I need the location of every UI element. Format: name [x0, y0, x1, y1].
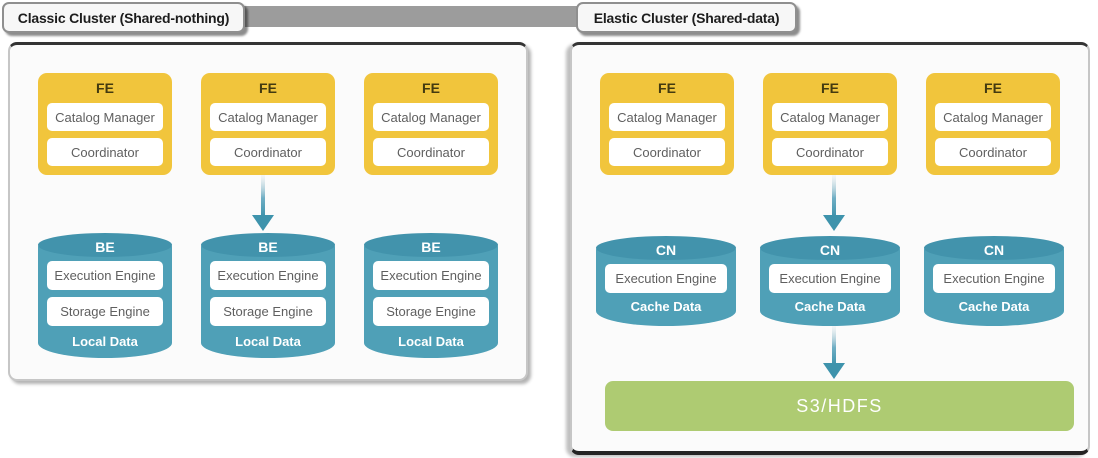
- be-node-1: BE Execution Engine Storage Engine Local…: [38, 233, 172, 358]
- cache-data-label: Cache Data: [794, 299, 866, 314]
- fe-row: FE Catalog Manager Coordinator FE Catalo…: [572, 73, 1088, 175]
- fe-title: FE: [259, 80, 277, 96]
- shared-storage-s3-hdfs: S3/HDFS: [605, 381, 1074, 431]
- catalog-manager-box: Catalog Manager: [609, 103, 725, 131]
- down-arrow-icon: [823, 175, 845, 231]
- be-title: BE: [95, 239, 115, 255]
- tab-elastic-cluster: Elastic Cluster (Shared-data): [576, 2, 797, 33]
- local-data-label: Local Data: [235, 334, 301, 349]
- coordinator-box: Coordinator: [935, 138, 1051, 166]
- be-title: BE: [258, 239, 278, 255]
- coordinator-box: Coordinator: [373, 138, 489, 166]
- cylinder-cap: [924, 236, 1064, 260]
- catalog-manager-box: Catalog Manager: [935, 103, 1051, 131]
- cn-row: CN Execution Engine Cache Data CN Execut…: [572, 236, 1088, 326]
- execution-engine-box: Execution Engine: [210, 261, 326, 290]
- catalog-manager-box: Catalog Manager: [210, 103, 326, 131]
- execution-engine-box: Execution Engine: [769, 264, 891, 293]
- down-arrow-icon: [823, 326, 845, 379]
- elastic-cluster-panel: FE Catalog Manager Coordinator FE Catalo…: [570, 42, 1090, 455]
- execution-engine-box: Execution Engine: [933, 264, 1055, 293]
- cn-title: CN: [655, 242, 677, 258]
- coordinator-box: Coordinator: [772, 138, 888, 166]
- storage-engine-box: Storage Engine: [373, 297, 489, 326]
- coordinator-box: Coordinator: [210, 138, 326, 166]
- down-arrow-icon: [252, 175, 274, 231]
- fe-title: FE: [821, 80, 839, 96]
- storage-engine-box: Storage Engine: [47, 297, 163, 326]
- catalog-manager-box: Catalog Manager: [373, 103, 489, 131]
- cache-data-label: Cache Data: [958, 299, 1030, 314]
- cn-node-2: CN Execution Engine Cache Data: [760, 236, 900, 326]
- be-title: BE: [421, 239, 441, 255]
- cylinder-cap: [201, 233, 335, 257]
- execution-engine-box: Execution Engine: [605, 264, 727, 293]
- fe-title: FE: [658, 80, 676, 96]
- cylinder-cap: [364, 233, 498, 257]
- be-row: BE Execution Engine Storage Engine Local…: [10, 233, 526, 358]
- local-data-label: Local Data: [72, 334, 138, 349]
- cn-title: CN: [819, 242, 841, 258]
- fe-title: FE: [984, 80, 1002, 96]
- cache-data-label: Cache Data: [630, 299, 702, 314]
- fe-node-1: FE Catalog Manager Coordinator: [600, 73, 734, 175]
- execution-engine-box: Execution Engine: [47, 261, 163, 290]
- cn-title: CN: [983, 242, 1005, 258]
- classic-cluster-panel: FE Catalog Manager Coordinator FE Catalo…: [8, 42, 528, 381]
- fe-title: FE: [96, 80, 114, 96]
- catalog-manager-box: Catalog Manager: [772, 103, 888, 131]
- fe-row: FE Catalog Manager Coordinator FE Catalo…: [10, 73, 526, 175]
- catalog-manager-box: Catalog Manager: [47, 103, 163, 131]
- local-data-label: Local Data: [398, 334, 464, 349]
- cylinder-cap: [596, 236, 736, 260]
- cylinder-cap: [760, 236, 900, 260]
- fe-node-2: FE Catalog Manager Coordinator: [201, 73, 335, 175]
- cn-node-1: CN Execution Engine Cache Data: [596, 236, 736, 326]
- fe-node-2: FE Catalog Manager Coordinator: [763, 73, 897, 175]
- execution-engine-box: Execution Engine: [373, 261, 489, 290]
- coordinator-box: Coordinator: [47, 138, 163, 166]
- fe-node-1: FE Catalog Manager Coordinator: [38, 73, 172, 175]
- storage-engine-box: Storage Engine: [210, 297, 326, 326]
- coordinator-box: Coordinator: [609, 138, 725, 166]
- cn-node-3: CN Execution Engine Cache Data: [924, 236, 1064, 326]
- tab-classic-cluster: Classic Cluster (Shared-nothing): [2, 2, 245, 33]
- fe-node-3: FE Catalog Manager Coordinator: [926, 73, 1060, 175]
- fe-title: FE: [422, 80, 440, 96]
- cylinder-cap: [38, 233, 172, 257]
- be-node-2: BE Execution Engine Storage Engine Local…: [201, 233, 335, 358]
- tab-connector-bar: [243, 6, 579, 27]
- fe-node-3: FE Catalog Manager Coordinator: [364, 73, 498, 175]
- be-node-3: BE Execution Engine Storage Engine Local…: [364, 233, 498, 358]
